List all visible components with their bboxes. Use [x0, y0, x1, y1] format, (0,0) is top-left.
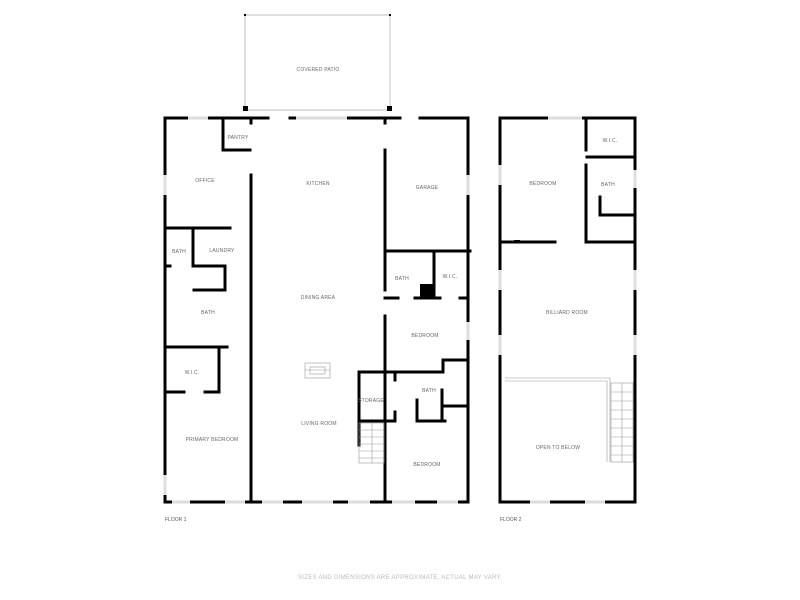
room-label-kitchen: KITCHEN — [306, 181, 330, 187]
floor-2-label: FLOOR 2 — [500, 517, 522, 523]
covered-patio-outline — [243, 14, 392, 111]
room-label-bedroom: BEDROOM — [413, 462, 441, 468]
room-label-billiard-room: BILLIARD ROOM — [546, 310, 588, 316]
stairs-floor1 — [358, 422, 385, 464]
room-label-pantry: PANTRY — [227, 135, 249, 141]
room-label-bath: BATH — [601, 182, 615, 188]
room-label-bath: BATH — [395, 276, 409, 282]
stairs-floor2 — [610, 382, 634, 463]
room-label-primary-bedroom: PRIMARY BEDROOM — [185, 437, 239, 443]
room-label-garage: GARAGE — [415, 185, 439, 191]
room-label-office: OFFICE — [195, 178, 215, 184]
fireplace-icon — [304, 362, 331, 379]
floor-1-label: FLOOR 1 — [165, 517, 187, 523]
room-label-laundry: LAUNDRY — [209, 248, 235, 254]
room-label-wic: W.I.C. — [184, 370, 200, 376]
room-label-bedroom: BEDROOM — [411, 333, 439, 339]
disclaimer: SIZES AND DIMENSIONS ARE APPROXIMATE, AC… — [297, 575, 503, 581]
room-label-storage: STORAGE — [358, 398, 384, 404]
room-label-wic: W.I.C. — [442, 274, 458, 280]
room-label-living-room: LIVING ROOM — [301, 421, 337, 427]
floor1-walls — [163, 116, 472, 504]
floor2-walls — [498, 116, 637, 504]
room-label-bedroom: BEDROOM — [529, 181, 557, 187]
room-label-bath: BATH — [422, 388, 436, 394]
room-label-covered-patio: COVERED PATIO — [296, 67, 340, 73]
room-label-bath: BATH — [172, 249, 186, 255]
room-label-wic: W.I.C. — [602, 138, 618, 144]
room-label-open-to-below: OPEN TO BELOW — [535, 445, 581, 451]
room-label-dining-area: DINING AREA — [300, 295, 336, 301]
room-label-bath: BATH — [201, 310, 215, 316]
